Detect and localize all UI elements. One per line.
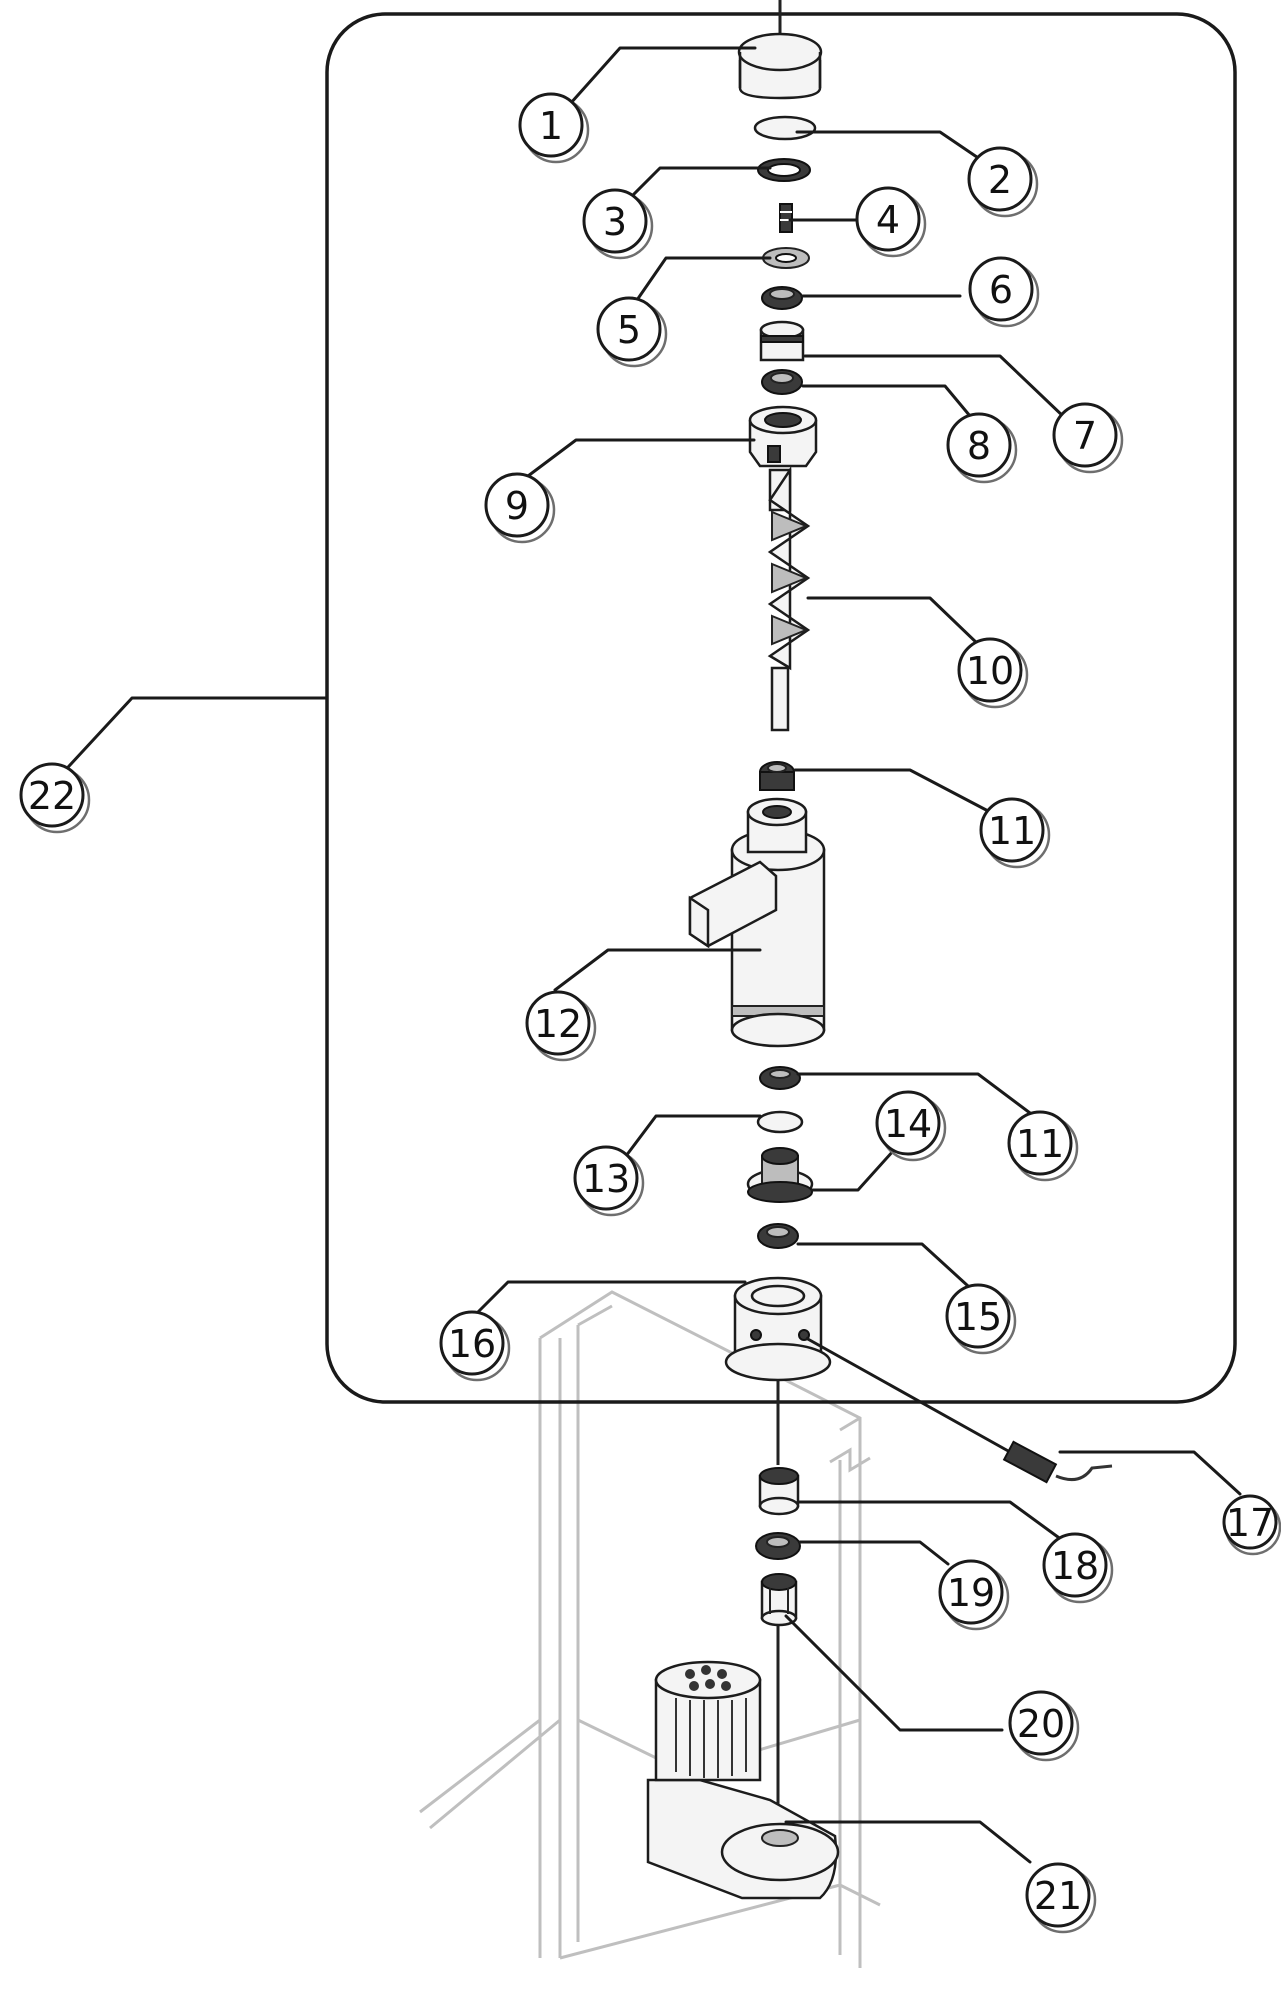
balloon-2: 2: [967, 146, 1039, 218]
svg-text:4: 4: [876, 198, 900, 242]
part-seal-housing: [746, 1147, 814, 1203]
part-sensor-cable: [805, 1336, 1113, 1484]
balloon-18: 18: [1042, 1532, 1114, 1604]
part-gear-motor: [646, 1660, 840, 1900]
svg-text:22: 22: [28, 774, 76, 818]
part-bearing-b: [759, 1066, 801, 1090]
part-snap-ring: [753, 115, 817, 141]
svg-text:19: 19: [947, 1571, 995, 1615]
part-nut-upper: [761, 286, 803, 310]
svg-text:14: 14: [884, 1102, 932, 1146]
balloon-11-lower: 11: [1007, 1110, 1079, 1182]
part-bottom-flange: [724, 1276, 832, 1382]
part-screw: [779, 203, 793, 233]
balloon-1: 1: [518, 92, 590, 164]
part-o-ring: [756, 1110, 804, 1134]
balloon-14: 14: [875, 1090, 947, 1162]
part-flange: [748, 405, 818, 468]
balloon-3: 3: [582, 188, 654, 260]
svg-text:12: 12: [534, 1002, 582, 1046]
svg-text:11: 11: [988, 809, 1036, 853]
svg-text:3: 3: [603, 200, 627, 244]
svg-text:1: 1: [539, 104, 563, 148]
part-coupling: [758, 1467, 800, 1516]
svg-text:15: 15: [954, 1295, 1002, 1339]
part-coupling-jaw: [760, 1573, 798, 1627]
svg-text:18: 18: [1051, 1544, 1099, 1588]
balloon-13: 13: [573, 1145, 645, 1217]
svg-text:8: 8: [967, 424, 991, 468]
part-ring: [757, 158, 811, 182]
part-cap: [737, 32, 823, 100]
balloon-16: 16: [439, 1310, 511, 1382]
balloon-20: 20: [1008, 1690, 1080, 1762]
svg-text:21: 21: [1034, 1874, 1082, 1918]
svg-text:2: 2: [988, 158, 1012, 202]
part-bearing-upper: [761, 369, 803, 395]
part-bushing: [759, 320, 805, 362]
balloon-17: 17: [1222, 1494, 1281, 1556]
balloon-11-upper: 11: [979, 797, 1051, 869]
balloon-7: 7: [1052, 402, 1124, 474]
balloon-8: 8: [946, 412, 1018, 484]
balloon-21: 21: [1025, 1862, 1097, 1934]
svg-text:7: 7: [1073, 414, 1097, 458]
balloon-12: 12: [525, 990, 597, 1062]
balloon-15: 15: [945, 1283, 1017, 1355]
svg-text:6: 6: [989, 268, 1013, 312]
leader-lines: [56, 46, 1242, 1864]
balloon-10: 10: [957, 637, 1029, 709]
part-bearing-a: [759, 761, 795, 791]
balloon-6: 6: [968, 256, 1040, 328]
svg-text:20: 20: [1017, 1702, 1065, 1746]
part-housing: [688, 797, 826, 1048]
balloon-5: 5: [596, 296, 668, 368]
part-nut-middle: [757, 1223, 799, 1249]
balloon-22: 22: [19, 762, 91, 834]
svg-text:11: 11: [1016, 1122, 1064, 1166]
part-gear: [755, 1532, 801, 1560]
balloon-19: 19: [938, 1559, 1010, 1631]
balloon-4: 4: [855, 186, 927, 258]
svg-text:10: 10: [966, 649, 1014, 693]
part-auger-screw: [767, 465, 811, 732]
svg-text:13: 13: [582, 1157, 630, 1201]
svg-text:9: 9: [505, 484, 529, 528]
svg-text:5: 5: [617, 308, 641, 352]
balloon-9: 9: [484, 472, 556, 544]
svg-text:16: 16: [448, 1322, 496, 1366]
svg-text:17: 17: [1226, 1501, 1274, 1545]
